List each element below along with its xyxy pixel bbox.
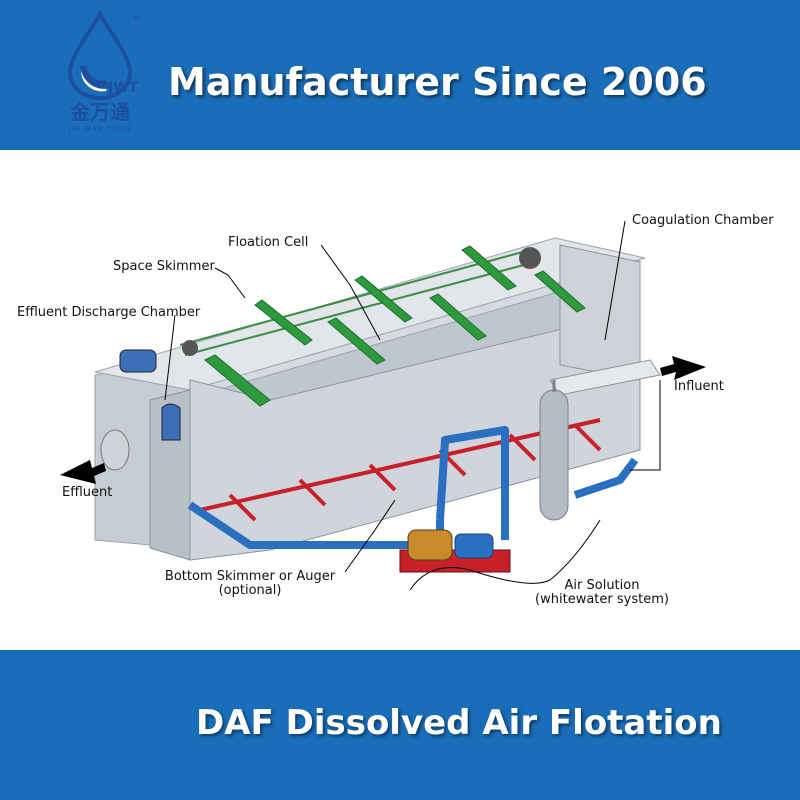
daf-illustration bbox=[60, 220, 706, 591]
influent-arrow bbox=[660, 356, 706, 380]
recycle-pump bbox=[454, 533, 494, 559]
label-influent: Influent bbox=[674, 379, 724, 394]
skimmer-sprocket-right bbox=[519, 247, 541, 269]
tank-rim bbox=[94, 237, 646, 391]
label-effluent-discharge-chamber: Effluent Discharge Chamber bbox=[17, 305, 201, 320]
label-coagulation-chamber: Coagulation Chamber bbox=[632, 213, 774, 228]
label-air-solution: Air Solution (whitewater system) bbox=[527, 579, 677, 607]
effluent-arrow bbox=[60, 460, 106, 484]
top-banner: ® JWT 金万通 JIN WAN TONG Manufacturer Sinc… bbox=[0, 0, 800, 150]
footer-title: DAF Dissolved Air Flotation bbox=[196, 703, 722, 743]
recycle-collector-pipes bbox=[199, 418, 602, 522]
label-space-skimmer: Space Skimmer bbox=[113, 259, 215, 274]
effluent-weir-pipe bbox=[161, 403, 181, 441]
label-bottom-skimmer-note: (optional) bbox=[218, 583, 282, 598]
svg-text:JWT: JWT bbox=[107, 80, 139, 96]
logo-english-name: JIN WAN TONG bbox=[68, 125, 132, 133]
coagulation-chamber bbox=[559, 244, 641, 381]
daf-diagram: Floation Cell Coagulation Chamber Space … bbox=[0, 150, 800, 650]
flow-arrows bbox=[60, 356, 706, 484]
skimmer-chain-bottom bbox=[184, 261, 536, 356]
label-effluent: Effluent bbox=[62, 485, 113, 500]
label-bottom-skimmer: Bottom Skimmer or Auger (optional) bbox=[160, 570, 340, 598]
company-logo: ® JWT 金万通 JIN WAN TONG bbox=[50, 9, 150, 140]
effluent-outlet bbox=[100, 429, 130, 471]
water-drop-icon: ® JWT bbox=[67, 9, 141, 101]
skimmer-paddles bbox=[204, 245, 586, 407]
label-air-solution-title: Air Solution bbox=[564, 578, 640, 593]
svg-text:®: ® bbox=[132, 15, 141, 25]
label-bottom-skimmer-title: Bottom Skimmer or Auger bbox=[164, 569, 336, 584]
leader-lines bbox=[164, 220, 661, 591]
pump-motor bbox=[407, 529, 453, 561]
logo-chinese-name: 金万通 bbox=[70, 100, 130, 124]
skimmer-chain-top bbox=[179, 249, 531, 346]
skimmer-motor bbox=[119, 349, 157, 373]
bottom-banner bbox=[0, 650, 800, 800]
skimmer-sprocket-left bbox=[182, 340, 198, 356]
headline: Manufacturer Since 2006 bbox=[168, 60, 707, 104]
saturator-tank bbox=[539, 389, 569, 521]
label-air-solution-note: (whitewater system) bbox=[535, 592, 669, 607]
label-floation-cell: Floation Cell bbox=[228, 235, 309, 250]
